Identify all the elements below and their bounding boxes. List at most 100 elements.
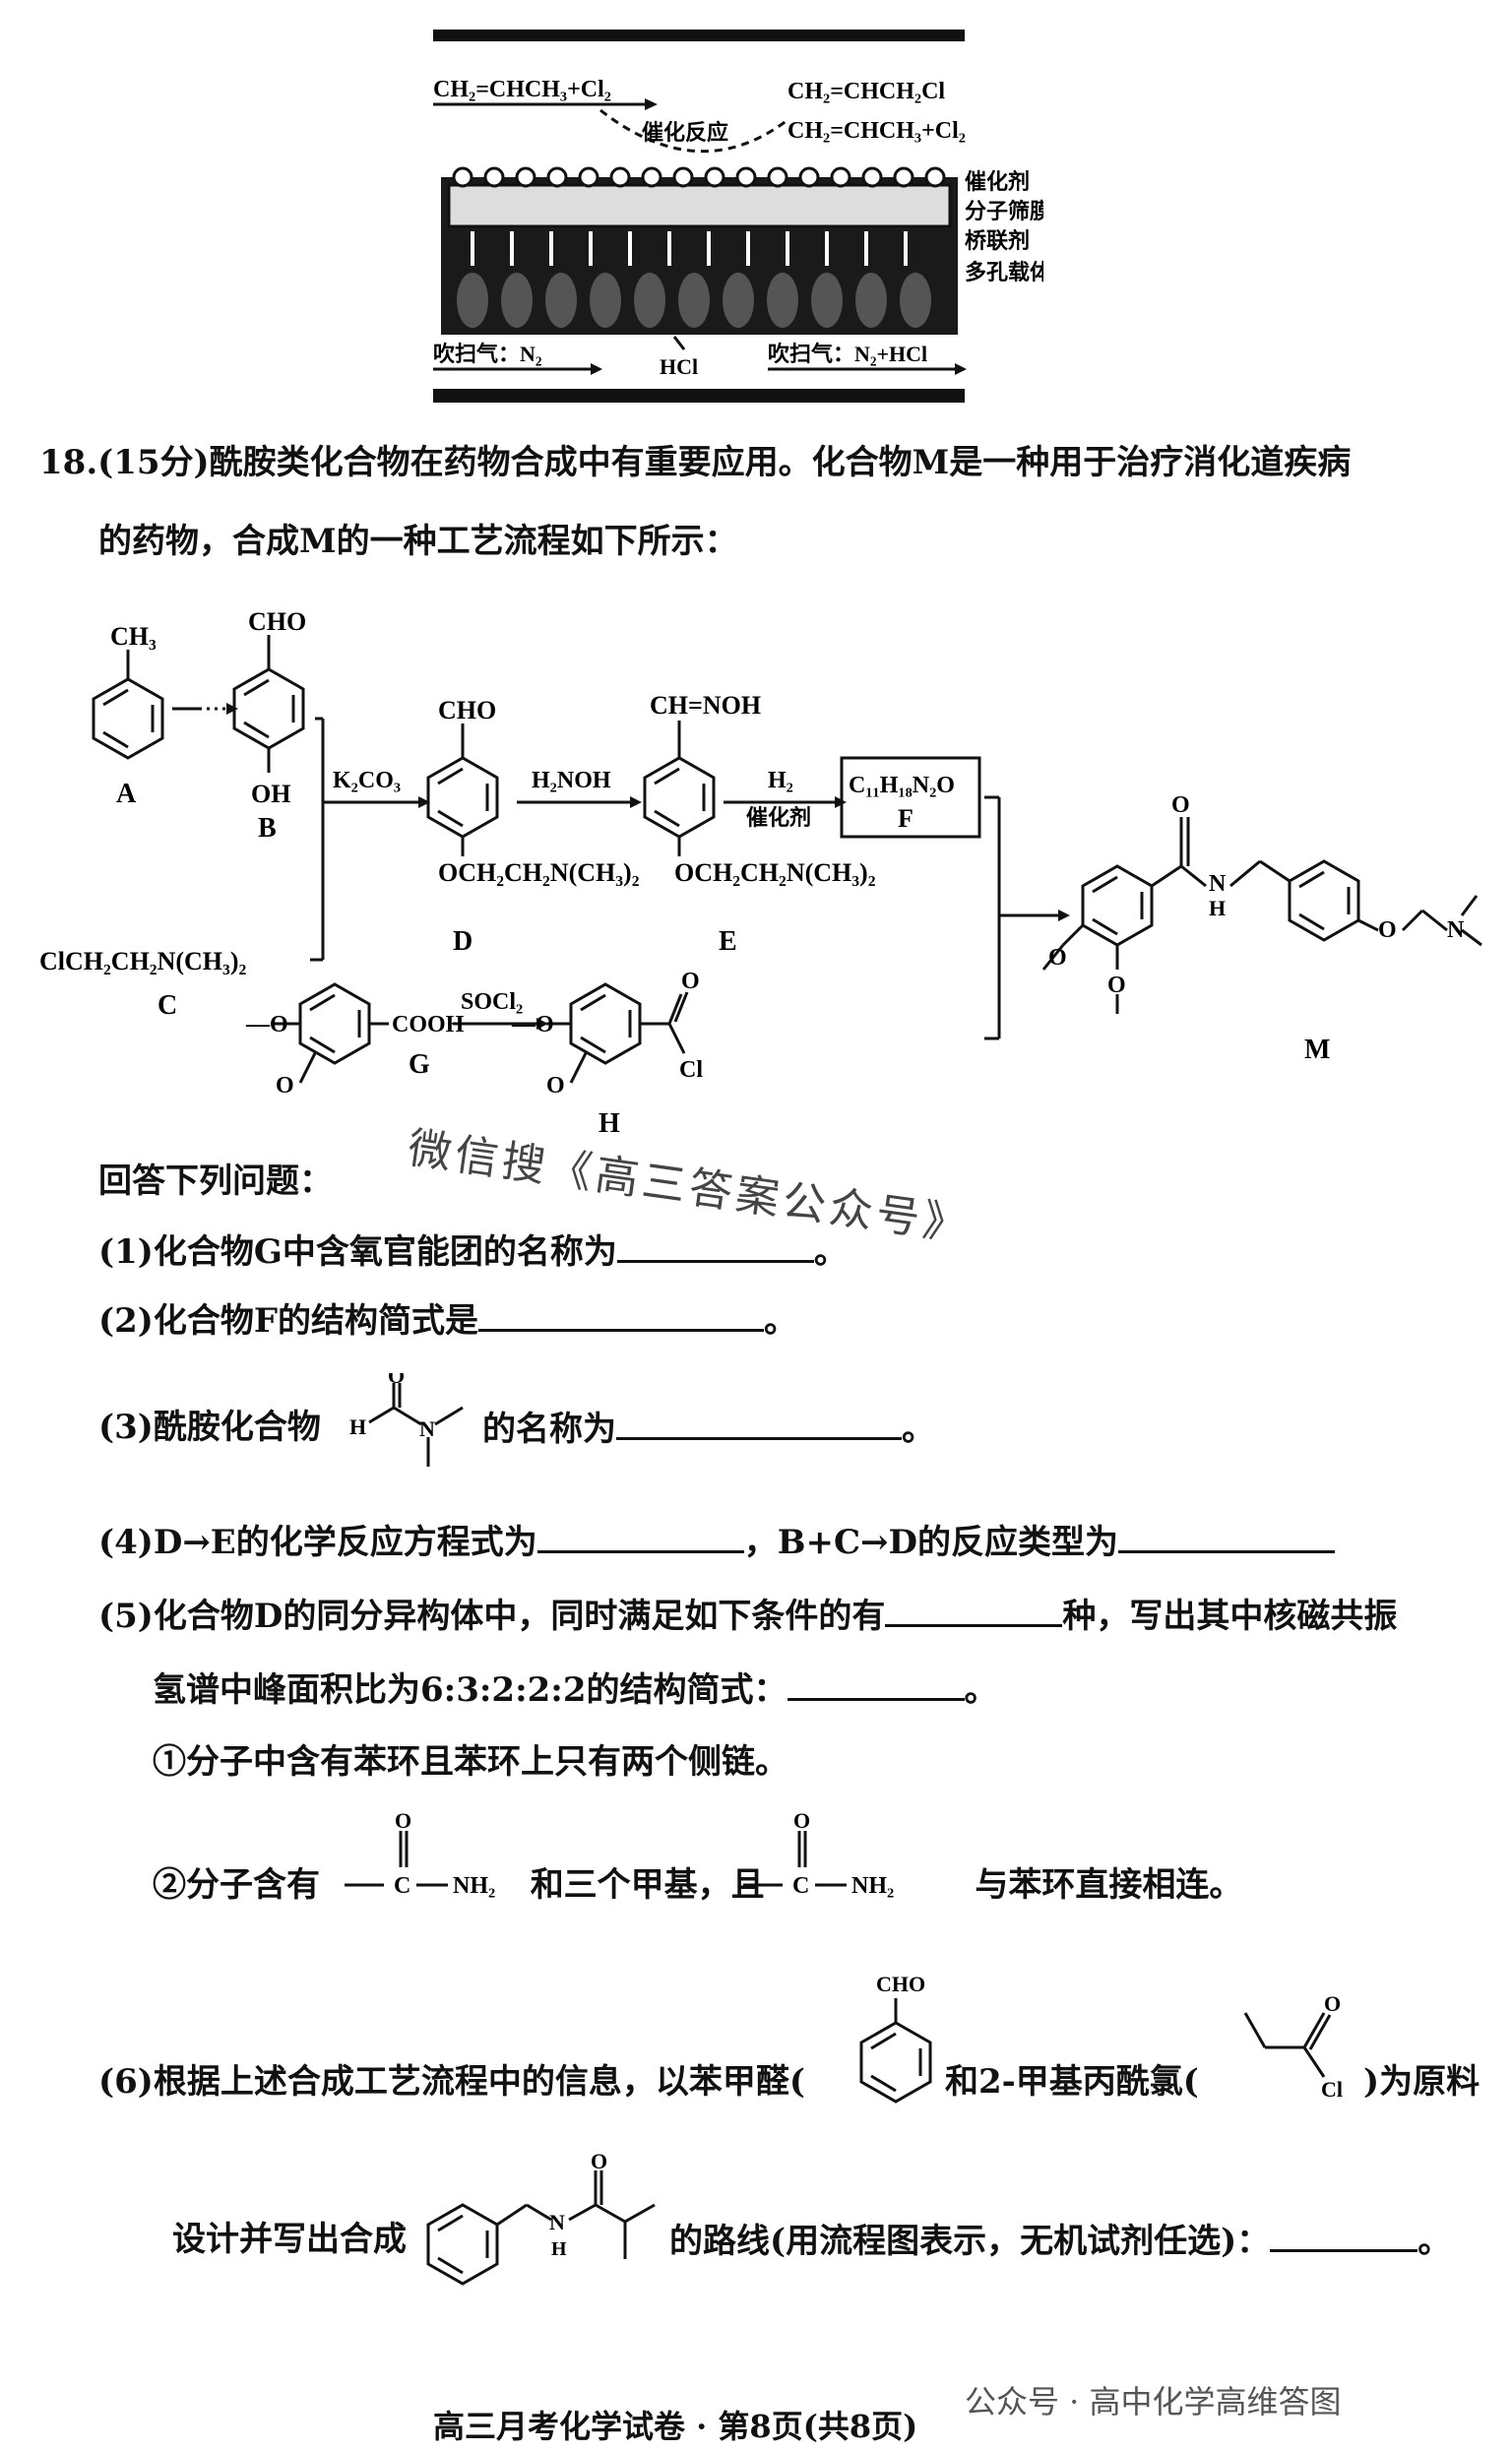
q5-line1: (5)化合物D的同分异构体中，同时满足如下条件的有种，写出其中核磁共振	[98, 1595, 1397, 1637]
q6-line2-end: 。	[1418, 2222, 1452, 2261]
a-ch3: CH₃	[110, 622, 157, 651]
q1-blank[interactable]	[616, 1230, 814, 1263]
q6-target-amide: N H O	[413, 2149, 669, 2298]
q2-end: 。	[763, 1301, 797, 1341]
q6-blank[interactable]	[1270, 2220, 1418, 2252]
scheme-figure: CH₃ A CHO OH B ClCH₂CH₂N(CH₃)₂ C K₂CO₃ C…	[39, 607, 1482, 1139]
g-ome-top: —O	[245, 1012, 288, 1037]
q4-blank-b[interactable]	[1117, 1521, 1335, 1553]
f-box	[840, 756, 981, 839]
q3-n: N	[419, 1416, 435, 1441]
label-a: A	[116, 779, 137, 809]
q6-line1-a: (6)根据上述合成工艺流程中的信息，以苯甲醛(	[98, 2062, 805, 2102]
q5-c2-b: 和三个甲基，且	[530, 1865, 765, 1905]
q5-text-a: (5)化合物D的同分异构体中，同时满足如下条件的有	[98, 1597, 886, 1636]
benzene-g	[298, 982, 371, 1065]
q3-end: 。	[902, 1410, 935, 1449]
q4-text-b: ，B+C→D的反应类型为	[743, 1523, 1118, 1562]
reagent-k2co3: K₂CO₃	[333, 768, 401, 793]
q4-blank-a[interactable]	[536, 1521, 744, 1553]
watermark-bottom-right: 公众号 · 高中化学高维答图	[965, 2383, 1342, 2420]
q2-text: (2)化合物F的结构简式是	[98, 1301, 478, 1341]
m-nh: N	[1209, 871, 1227, 897]
q5-amide2-c: C	[792, 1873, 809, 1899]
f-formula: C₁₁H₁₈N₂O	[849, 773, 955, 798]
membrane-product-bottom: CH₂=CHCH₃+Cl₂	[788, 118, 966, 144]
q2-blank[interactable]	[477, 1299, 764, 1332]
q6-line2-b: 的路线(用流程图表示，无机试剂任选)：	[669, 2222, 1271, 2261]
q3-structure: O H N	[345, 1363, 482, 1481]
page-footer: 高三月考化学试卷 · 第8页(共8页)	[433, 2408, 918, 2445]
membrane-figure: CH₂=CHCH₃+Cl₂ 催化反应 CH₂=CHCH₂Cl CH₂=CHCH₃…	[433, 30, 1052, 403]
g-cooh: COOH	[392, 1012, 465, 1037]
q5-line2: 氢谱中峰面积比为6:3:2:2:2的结构简式：。	[153, 1668, 998, 1711]
b-oh: OH	[251, 780, 290, 808]
q3-o: O	[388, 1373, 405, 1388]
q5-line2-text: 氢谱中峰面积比为6:3:2:2:2的结构简式：	[153, 1670, 788, 1710]
m-n: N	[1447, 917, 1465, 943]
q3-mid: 的名称为	[482, 1410, 616, 1449]
label-g: G	[409, 1049, 430, 1080]
label-d: D	[453, 926, 472, 957]
answer-prompt: 回答下列问题：	[98, 1162, 333, 1201]
h-o: O	[681, 969, 700, 994]
q6-isobutyryl-chloride: O Cl	[1230, 1983, 1358, 2102]
reagent-socl2: SOCl₂	[461, 989, 523, 1015]
q6-cl: Cl	[1321, 2077, 1343, 2102]
reagent-h2: H₂	[768, 768, 793, 793]
label-c: C	[158, 990, 177, 1021]
reagent-catalyst: 催化剂	[746, 805, 811, 830]
q3-blank[interactable]	[616, 1408, 902, 1440]
label-m: M	[1304, 1035, 1330, 1065]
label-b: B	[258, 813, 277, 844]
q4-text-a: (4)D→E的化学反应方程式为	[98, 1523, 537, 1562]
m-h: H	[1209, 896, 1226, 920]
q5-amide1-nh2: NH₂	[453, 1873, 495, 1899]
q4-line: (4)D→E的化学反应方程式为 ，B+C→D的反应类型为	[98, 1521, 1335, 1563]
membrane-arrow-label: 催化反应	[642, 120, 728, 145]
m-o: O	[1171, 792, 1190, 818]
q6-cho: CHO	[876, 1972, 925, 1996]
q6-line1-c: )为原料	[1363, 2062, 1480, 2102]
e-sidechain: OCH₂CH₂N(CH₃)₂	[674, 858, 876, 887]
q3-h: H	[349, 1414, 366, 1439]
q6-benzaldehyde: CHO	[847, 1964, 945, 2121]
q1-text: (1)化合物G中含氧官能团的名称为	[98, 1232, 617, 1272]
b-cho: CHO	[248, 607, 306, 636]
q5-amide-2: O C NH₂	[738, 1806, 925, 1915]
q5-amide1-o: O	[395, 1808, 411, 1833]
q5-condition-1: ①分子中含有苯环且苯环上只有两个侧链。	[153, 1742, 788, 1782]
q3-line-b: 的名称为 。	[482, 1408, 935, 1450]
membrane-product-top: CH₂=CHCH₂Cl	[788, 79, 945, 104]
q5-amide2-nh2: NH₂	[851, 1873, 894, 1899]
membrane-reactant: CH₂=CHCH₃+Cl₂	[433, 77, 611, 102]
q6-n: N	[549, 2210, 565, 2234]
hcl-label: HCl	[660, 354, 698, 379]
h-ome-top: —O	[511, 1012, 554, 1037]
h-ome-bottom: O	[546, 1073, 565, 1099]
label-e: E	[719, 926, 737, 957]
q3-line: (3)酰胺化合物	[98, 1408, 321, 1448]
q5-c2-a: ②分子含有	[153, 1865, 320, 1905]
e-chnoh: CH=NOH	[650, 691, 761, 720]
q5-condition-2: ②分子含有 和三个甲基，且 与苯环直接相连。	[153, 1865, 1242, 1906]
q6-line2-b-wrap: 的路线(用流程图表示，无机试剂任选)： 。	[669, 2220, 1451, 2262]
sweep-right: 吹扫气：N₂+HCl	[768, 342, 927, 366]
q6-line2-a: 设计并写出合成	[172, 2220, 407, 2259]
layer-support: 多孔载体	[965, 260, 1043, 284]
synthesis-scheme: CH₃ A CHO OH B ClCH₂CH₂N(CH₃)₂ C K₂CO₃ C…	[39, 591, 1506, 1152]
c-formula: ClCH₂CH₂N(CH₃)₂	[39, 947, 246, 975]
label-h: H	[598, 1108, 620, 1139]
q1-end: 。	[813, 1232, 848, 1272]
q5-amide1-c: C	[394, 1873, 410, 1899]
g-ome-bottom: O	[276, 1073, 294, 1099]
membrane-diagram: CH₂=CHCH₃+Cl₂ 催化反应 CH₂=CHCH₂Cl CH₂=CHCH₃…	[433, 30, 1052, 413]
q5-blank-a[interactable]	[885, 1595, 1063, 1627]
q1-line: (1)化合物G中含氧官能团的名称为 。	[98, 1230, 848, 1273]
m-o2: O	[1378, 917, 1397, 943]
q5-amide-1: O C NH₂	[340, 1806, 527, 1915]
q6-line1-b: 和2-甲基丙酰氯(	[945, 2062, 1199, 2102]
d-sidechain: OCH₂CH₂N(CH₃)₂	[438, 858, 640, 887]
q5-blank-b[interactable]	[787, 1668, 965, 1701]
layer-bridge: 桥联剂	[965, 228, 1030, 253]
